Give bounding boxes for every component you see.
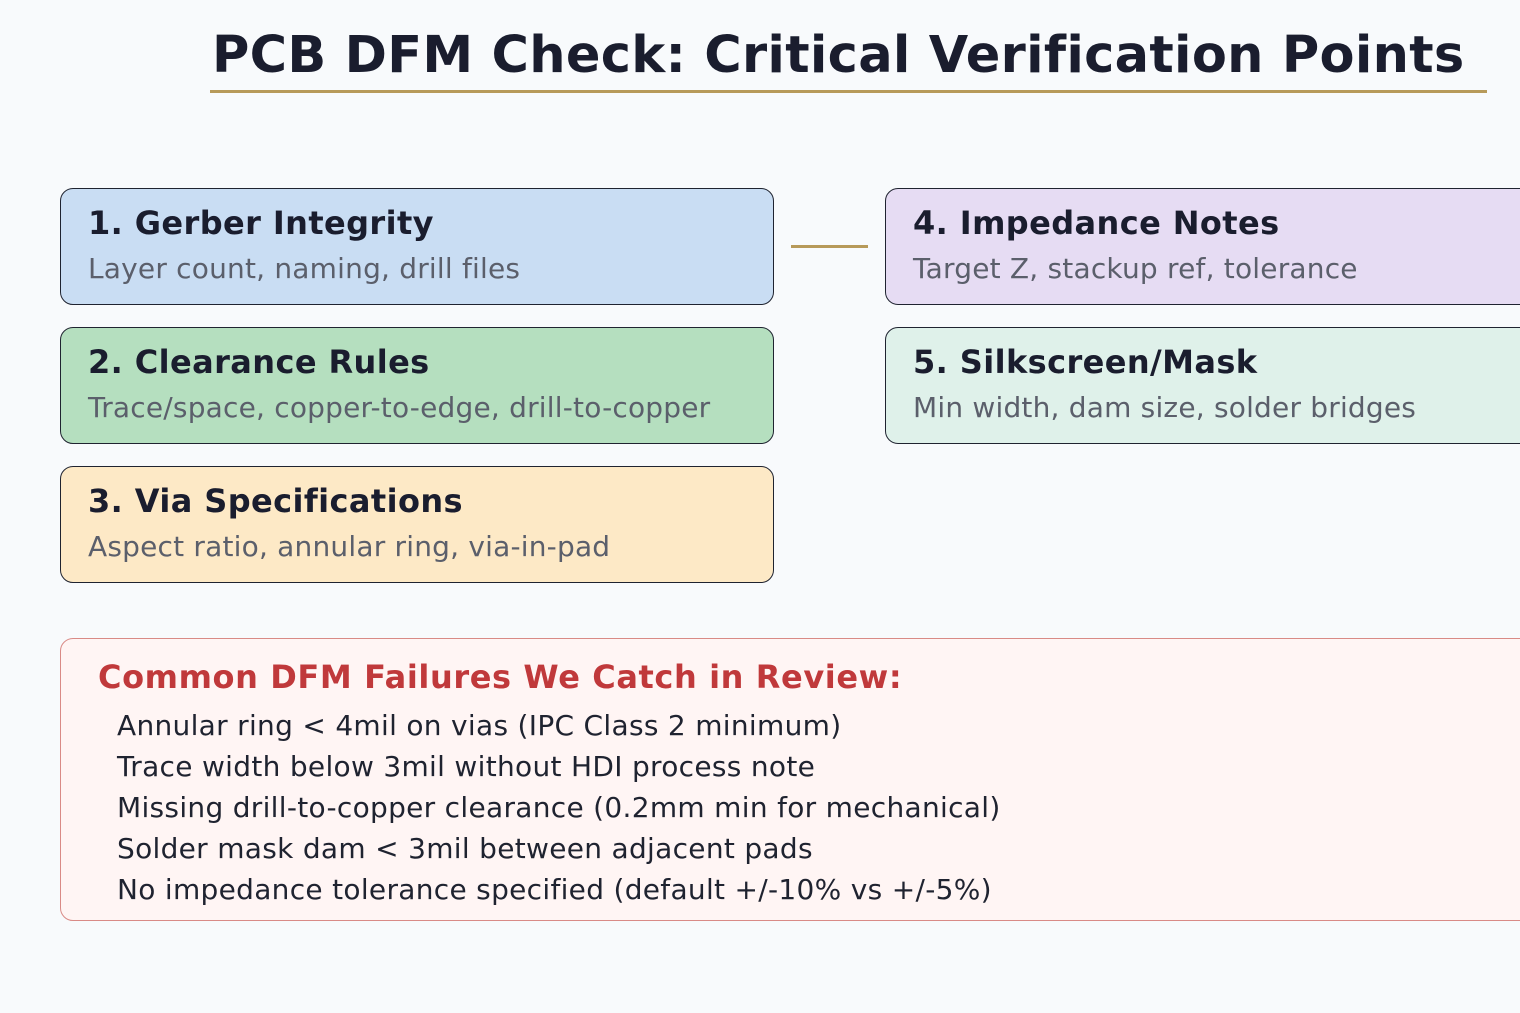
card-clearance-rules: 2. Clearance Rules Trace/space, copper-t…: [60, 327, 774, 444]
failure-item: No impedance tolerance specified (defaul…: [117, 873, 992, 906]
dfm-failures-panel: Common DFM Failures We Catch in Review: …: [60, 638, 1520, 921]
card-title: 4. Impedance Notes: [913, 204, 1280, 242]
card-title: 2. Clearance Rules: [88, 343, 430, 381]
card-description: Trace/space, copper-to-edge, drill-to-co…: [88, 391, 711, 424]
connector-line: [791, 245, 868, 248]
card-title: 5. Silkscreen/Mask: [913, 343, 1258, 381]
card-title: 1. Gerber Integrity: [88, 204, 434, 242]
card-description: Target Z, stackup ref, tolerance: [913, 252, 1358, 285]
card-description: Aspect ratio, annular ring, via-in-pad: [88, 530, 611, 563]
failure-item: Trace width below 3mil without HDI proce…: [117, 750, 816, 783]
card-title: 3. Via Specifications: [88, 482, 463, 520]
failure-item: Annular ring < 4mil on vias (IPC Class 2…: [117, 709, 842, 742]
card-via-specifications: 3. Via Specifications Aspect ratio, annu…: [60, 466, 774, 583]
card-silkscreen-mask: 5. Silkscreen/Mask Min width, dam size, …: [885, 327, 1520, 444]
failure-item: Missing drill-to-copper clearance (0.2mm…: [117, 791, 1001, 824]
failures-heading: Common DFM Failures We Catch in Review:: [98, 658, 903, 696]
card-description: Min width, dam size, solder bridges: [913, 391, 1417, 424]
card-gerber-integrity: 1. Gerber Integrity Layer count, naming,…: [60, 188, 774, 305]
failures-list: Annular ring < 4mil on vias (IPC Class 2…: [98, 705, 1520, 910]
card-description: Layer count, naming, drill files: [88, 252, 521, 285]
card-impedance-notes: 4. Impedance Notes Target Z, stackup ref…: [885, 188, 1520, 305]
title-underline: [210, 90, 1487, 93]
page-title: PCB DFM Check: Critical Verification Poi…: [212, 26, 1465, 85]
failure-item: Solder mask dam < 3mil between adjacent …: [117, 832, 813, 865]
